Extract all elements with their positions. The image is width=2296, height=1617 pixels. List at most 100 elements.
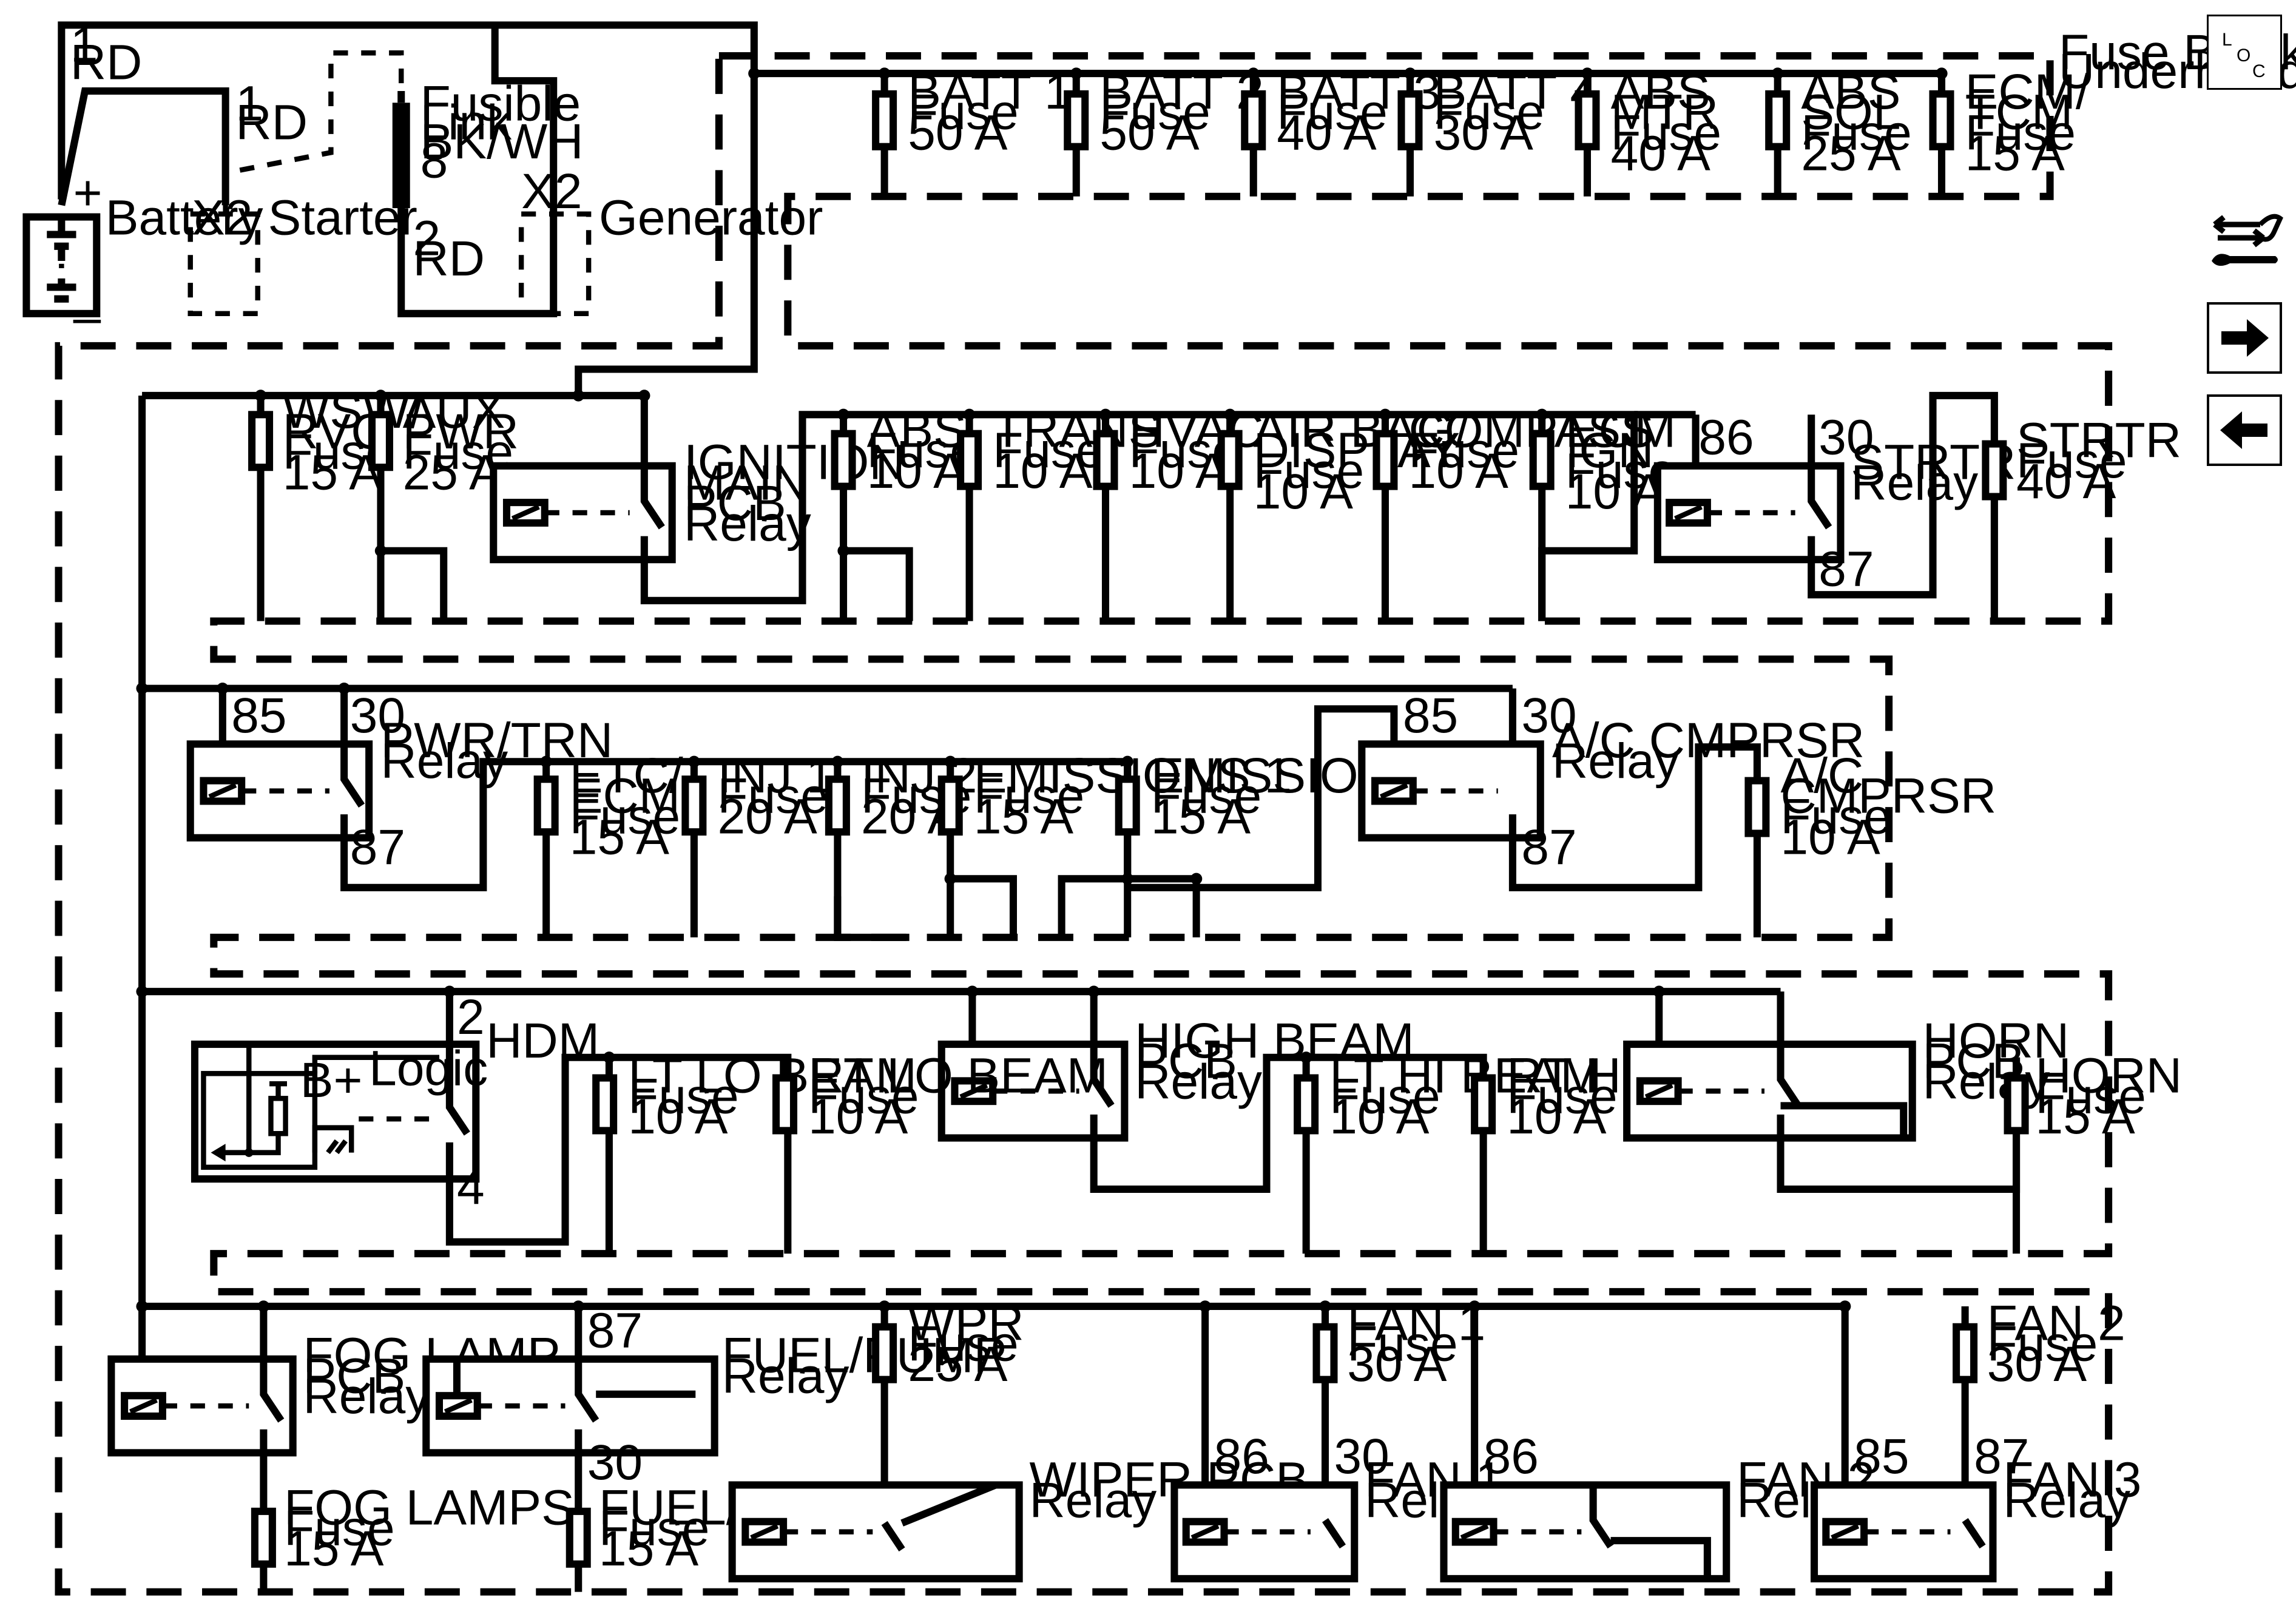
row4-fuse-2-body: [1294, 1074, 1319, 1135]
row3-fuse-0-label-3: 15 A: [570, 809, 670, 865]
hb-relay-l1: HIGH BEAM: [1135, 1013, 1414, 1068]
row2-fuse-1-body: [957, 430, 982, 490]
row1-fuse-0-body: [872, 90, 897, 150]
pwr-relay-l1: PWR/TRN: [380, 713, 613, 768]
strtr-pin-30: 30: [1818, 410, 1874, 465]
row3-fuse-3-label-1: Fuse: [974, 769, 1084, 824]
row4-fuse-0-body: [592, 1074, 618, 1135]
ac-fuse-l1: A/C: [1781, 748, 1864, 803]
fan3-pin-85: 85: [1854, 1429, 1909, 1484]
horn-relay-l3: Relay: [1923, 1054, 2050, 1109]
row1-fuse-1-label-2: 50 A: [1099, 106, 1200, 161]
row1-fuse-3-label-1: Fuse: [1434, 85, 1544, 140]
strtr-fuse-l1: STRTR: [2016, 413, 2181, 468]
hdm-logic-label: Logic: [369, 1041, 488, 1096]
pwr-pin-30: 30: [350, 688, 405, 743]
wpr-fuse-l1: WPR: [908, 1296, 1024, 1351]
fog-fuse-l3: 15 A: [284, 1521, 384, 1576]
fusible-out-num: 2: [413, 211, 441, 266]
arrow-right-icon: [2221, 319, 2269, 357]
row3-fuse-1-label-2: 20 A: [718, 789, 818, 845]
row2-fuse-5-body: [1529, 430, 1555, 490]
connector-wrench-icon: [2212, 214, 2283, 266]
row1-fuse-6-label-0: ECM/: [1965, 64, 2090, 120]
fan1-pin-30: 30: [1334, 1429, 1389, 1484]
fan2-fuse-l2: Fuse: [1987, 1316, 2098, 1371]
row2-fuse-4-label-2: 10 A: [1409, 444, 1509, 499]
row1-fuse-6-label-2: Fuse: [1965, 106, 2076, 161]
fusible-link-l1: Fusible: [420, 76, 581, 131]
hdm-label: HDM: [486, 1013, 599, 1068]
row2-fuse-4-body: [1373, 430, 1398, 490]
row3-fuse-0-label-0: ETC/: [570, 748, 683, 803]
aux-l4: 25 A: [403, 445, 503, 500]
row4-fuse-3-label-1: Fuse: [1507, 1068, 1617, 1124]
hdm-module: [191, 1041, 480, 1183]
next-page-button[interactable]: [2207, 302, 2282, 374]
previous-page-button[interactable]: [2207, 394, 2282, 466]
ac-pin-87: 87: [1521, 820, 1576, 875]
row2-fuse-0-label-0: ABS: [867, 402, 967, 457]
row3-fuse-4-label-2: 15 A: [1151, 789, 1251, 845]
location-icon: L O C: [2222, 30, 2266, 81]
row1-fuse-4-label-0: ABS: [1611, 64, 1710, 120]
arrow-left-icon: [2220, 411, 2267, 449]
row3-fuse-4-body: [1115, 775, 1140, 836]
row1-fuse-4-label-3: 40 A: [1611, 126, 1711, 181]
wiper-relay-l2: Relay: [1030, 1473, 1157, 1528]
row1-fuse-4-label-2: Fuse: [1611, 106, 1721, 161]
row2-fuse-2-body: [1093, 430, 1118, 490]
battery-minus: –: [73, 290, 101, 345]
hdm-pin-4: 4: [457, 1160, 485, 1215]
row1-fuse-0-label-1: Fuse: [908, 85, 1018, 140]
fan2-fuse-l3: 30 A: [1987, 1337, 2087, 1392]
row4-fuse-1-body: [772, 1074, 798, 1135]
hdm-pin-2: 2: [457, 990, 485, 1045]
fan1-fuse-l2: Fuse: [1347, 1316, 1457, 1371]
row4-fuse-1-label-1: Fuse: [808, 1068, 919, 1124]
wsw-rvc-fuse: [248, 411, 274, 471]
starter-wire-num: 1: [236, 76, 264, 131]
fan3-relay-l1: FAN 3: [2003, 1453, 2141, 1508]
fan3-pin-87: 87: [1974, 1429, 2029, 1484]
row1-fuse-0-label-2: 50 A: [908, 106, 1008, 161]
fan2-fuse: [1953, 1323, 1978, 1383]
row2-fuse-4-label-1: Fuse: [1409, 423, 1519, 478]
wpr-fuse-l3: 25 A: [908, 1337, 1008, 1392]
row4-fuse-0-label-2: 10 A: [628, 1089, 728, 1144]
row2-fuse-2-label-2: 10 A: [1129, 444, 1229, 499]
location-button[interactable]: L O C: [2207, 15, 2282, 90]
row1-fuse-2-label-2: 40 A: [1277, 106, 1377, 161]
row4-fuse-1-label-2: 10 A: [808, 1089, 908, 1144]
pwr-relay-l2: Relay: [380, 734, 508, 789]
battery-plus: +: [73, 165, 103, 220]
horn-fuse-l2: Fuse: [2035, 1068, 2146, 1124]
row4-fuse-2-label-0: LT HI BEAM: [1329, 1048, 1601, 1104]
battery-wire-num: 1: [70, 18, 98, 73]
row3-fuse-0-label-1: ECM: [570, 769, 680, 824]
row1-fuse-4-label-1: MTR: [1611, 85, 1719, 140]
row2-fuse-1-label-1: Fuse: [993, 423, 1103, 478]
row1-fuse-3-body: [1397, 90, 1423, 150]
fan2-pin-86: 86: [1484, 1429, 1539, 1484]
row1-fuse-1-label-0: BATT 2: [1099, 64, 1264, 120]
loc-o: O: [2237, 46, 2250, 66]
fuel-pump-relay: [422, 1355, 718, 1457]
fuel-relay-l2: Relay: [722, 1348, 849, 1403]
ign-relay-l1: IGNITION: [684, 435, 905, 490]
loc-l: L: [2222, 30, 2232, 50]
starter-wire-color: RD: [236, 95, 308, 150]
row1-fuse-1-body: [1064, 90, 1089, 150]
row5-fog-fuel-fan-section: FOG LAMP PCB Relay FOG LAMPS Fuse 15 A 8…: [107, 1296, 2141, 1592]
horn-fuse-l3: 15 A: [2035, 1089, 2135, 1144]
connector-wrench-button[interactable]: [2203, 200, 2288, 279]
strtr-fuse-l2: Fuse: [2016, 433, 2127, 488]
fan1-pin-86: 86: [1214, 1429, 1269, 1484]
row1-fuse-2-body: [1241, 90, 1266, 150]
wiper-pcb-relay: [728, 1481, 1023, 1582]
